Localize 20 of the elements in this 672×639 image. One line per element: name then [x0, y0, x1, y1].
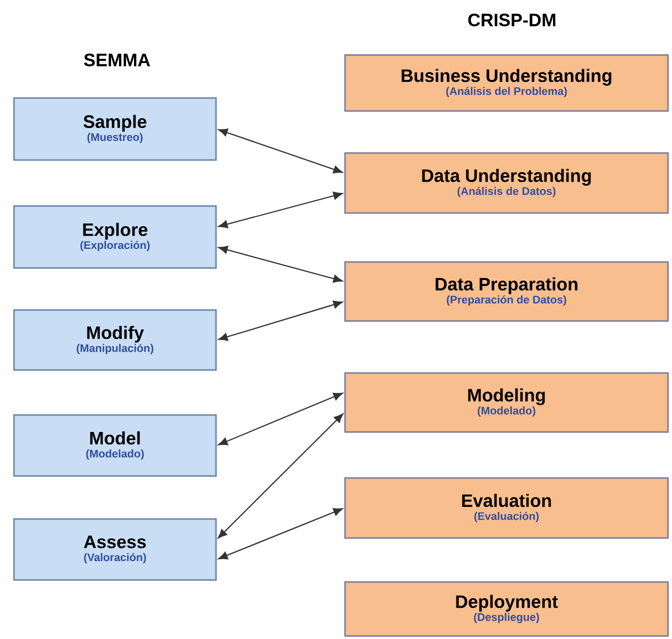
process-box: Deployment (Despliegue) [344, 581, 669, 637]
arrow [218, 128, 343, 174]
arrow [218, 392, 343, 446]
arrow [218, 414, 344, 538]
process-box: Explore (Exploración) [13, 205, 217, 269]
arrow [218, 192, 343, 228]
column-heading: SEMMA [84, 54, 150, 66]
process-box: Modeling (Modelado) [344, 372, 669, 433]
process-box: Data Preparation (Preparación de Datos) [344, 261, 669, 322]
arrow [218, 300, 343, 341]
column-heading: CRISP-DM [468, 14, 556, 26]
process-box: Assess (Valoración) [13, 518, 217, 581]
process-box: Data Understanding (Análisis de Datos) [344, 152, 669, 214]
process-box: Business Understanding (Análisis del Problema) [344, 54, 669, 112]
process-box: Modify (Manipulación) [13, 309, 217, 371]
arrow [218, 246, 343, 283]
process-box: Sample (Muestreo) [13, 97, 217, 161]
arrow [218, 508, 343, 560]
process-box: Model (Modelado) [13, 414, 217, 477]
process-box: Evaluation (Evaluación) [344, 477, 669, 539]
